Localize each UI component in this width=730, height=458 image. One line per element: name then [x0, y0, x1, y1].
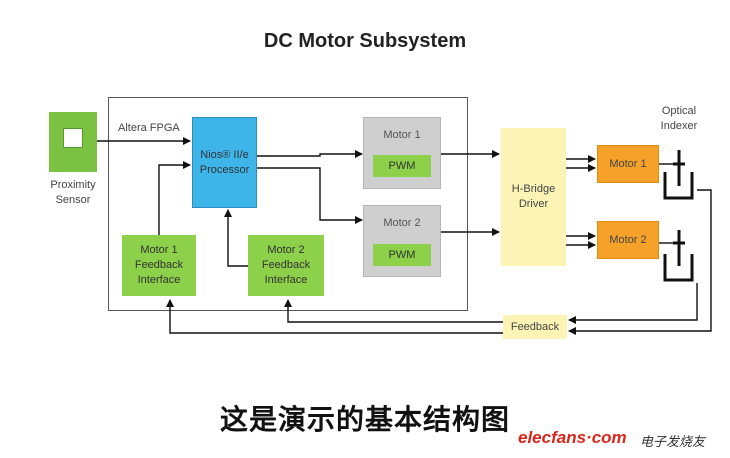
- watermark-logo: elecfans·com: [518, 428, 627, 447]
- fb1-line2: Feedback: [134, 259, 184, 271]
- wire-processor-motor2: [257, 167, 363, 224]
- motor1-block: Motor 1: [597, 145, 659, 183]
- sensor-icon: [63, 128, 83, 148]
- wire-feedback-fb2: [284, 299, 503, 323]
- motor1-pwm-block: PWM: [373, 155, 431, 177]
- fb2-line3: Interface: [264, 274, 308, 286]
- motor1-feedback-interface: Motor 1 Feedback Interface: [122, 235, 196, 296]
- processor-line2: Processor: [199, 163, 250, 176]
- hbridge-line2: Driver: [518, 198, 549, 210]
- fpga-label: Altera FPGA: [118, 122, 180, 134]
- motor2-feedback-interface: Motor 2 Feedback Interface: [248, 235, 324, 296]
- wire-processor-motor1: [257, 150, 363, 158]
- motor2-block: Motor 2: [597, 221, 659, 259]
- feedback-block: Feedback: [503, 315, 567, 339]
- motor2-controller-label: Motor 2: [383, 217, 421, 229]
- optical-indexer-label: Optical Indexer: [653, 104, 705, 134]
- optical-indexer1-cup: [663, 172, 694, 200]
- optical-line1: Optical: [661, 105, 697, 117]
- wire-fb2-processor: [224, 209, 248, 267]
- proximity-sensor-label: Proximity Sensor: [50, 179, 96, 206]
- hbridge-line1: H-Bridge: [511, 183, 556, 195]
- optical-line2: Indexer: [660, 120, 698, 132]
- wire-indexer1-feedback: [568, 189, 712, 335]
- wire-feedback-fb1: [166, 299, 503, 334]
- nios-processor-block: Nios® II/e Processor: [192, 117, 257, 208]
- processor-line1: Nios® II/e: [200, 148, 249, 161]
- fb1-line3: Interface: [137, 274, 181, 286]
- motor2-pwm-block: PWM: [373, 244, 431, 266]
- motor1-controller-block: [363, 117, 441, 189]
- watermark-cn: 电子发烧友: [640, 434, 706, 449]
- motor1-controller-label: Motor 1: [383, 129, 421, 141]
- wire-indexer2-feedback: [568, 283, 698, 324]
- fb2-line2: Feedback: [261, 259, 311, 271]
- fb2-line1: Motor 2: [267, 244, 305, 256]
- optical-indexer2-cup: [663, 254, 694, 282]
- hbridge-driver-block: H-Bridge Driver: [501, 128, 566, 266]
- subtitle-caption: 这是演示的基本结构图: [219, 403, 510, 436]
- diagram-title: DC Motor Subsystem: [263, 30, 467, 52]
- fb1-line1: Motor 1: [140, 244, 178, 256]
- wire-fb1-processor: [158, 161, 191, 235]
